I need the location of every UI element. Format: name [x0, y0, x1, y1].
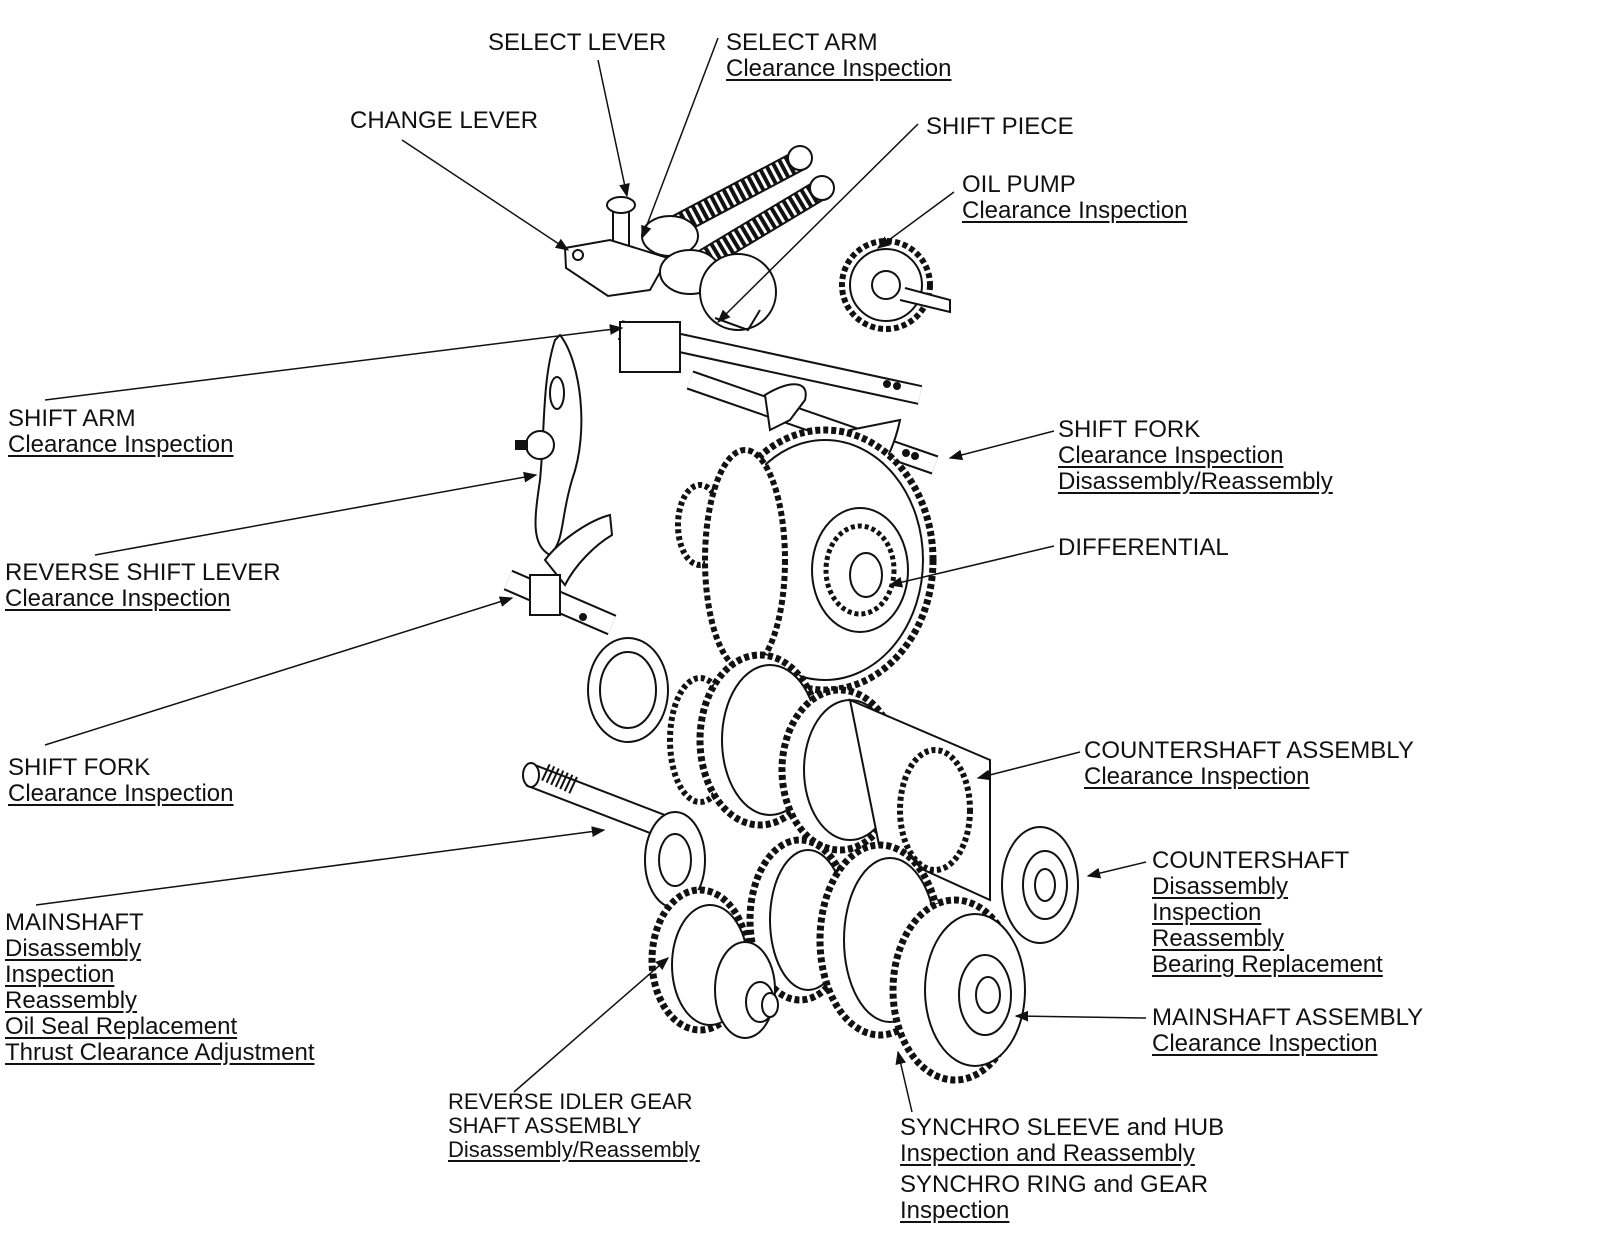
countershaft-assembly-title: COUNTERSHAFT ASSEMBLY — [1084, 737, 1414, 764]
shift-fork-lower-title: SHIFT FORK — [8, 754, 151, 781]
change-lever-title: CHANGE LEVER — [350, 107, 539, 134]
countershaft-bearing-replacement-link[interactable]: Bearing Replacement — [1152, 951, 1383, 978]
synchro-sleeve-title: SYNCHRO SLEEVE and HUB — [900, 1114, 1225, 1141]
mainshaft-disassembly-link[interactable]: Disassembly — [5, 935, 142, 962]
oil-pump-title: OIL PUMP — [962, 171, 1076, 198]
label-synchro-ring: SYNCHRO RING and GEAR Inspection — [900, 1172, 1208, 1224]
select-lever-title: SELECT LEVER — [488, 29, 667, 56]
synchro-sleeve-inspection-reassembly-link[interactable]: Inspection and Reassembly — [900, 1140, 1195, 1167]
shift-fork-upper-disassembly-reassembly-link[interactable]: Disassembly/Reassembly — [1058, 468, 1333, 495]
detent-springs — [662, 145, 835, 272]
label-mainshaft-assembly: MAINSHAFT ASSEMBLY Clearance Inspection — [1152, 1005, 1423, 1057]
reverse-idler-disassembly-reassembly-link[interactable]: Disassembly/Reassembly — [448, 1137, 700, 1162]
label-synchro-sleeve: SYNCHRO SLEEVE and HUB Inspection and Re… — [900, 1115, 1224, 1167]
differential-title: DIFFERENTIAL — [1058, 534, 1229, 561]
shift-arm-part — [515, 333, 583, 557]
mainshaft-reassembly-link[interactable]: Reassembly — [5, 987, 138, 1014]
mainshaft-title: MAINSHAFT — [5, 909, 144, 936]
reverse-shift-lever-clearance-inspection-link[interactable]: Clearance Inspection — [5, 585, 231, 612]
reverse-shift-lever-title: REVERSE SHIFT LEVER — [5, 559, 281, 586]
countershaft-disassembly-link[interactable]: Disassembly — [1152, 873, 1289, 900]
countershaft-assembly-clearance-inspection-link[interactable]: Clearance Inspection — [1084, 763, 1310, 790]
label-shift-piece: SHIFT PIECE — [926, 114, 1074, 140]
shift-arm-title: SHIFT ARM — [8, 405, 136, 432]
oil-pump-clearance-inspection-link[interactable]: Clearance Inspection — [962, 197, 1188, 224]
leader-lines — [35, 37, 1147, 1113]
mainshaft-part — [522, 762, 1026, 1084]
reverse-idler-gear — [648, 886, 779, 1039]
shift-piece-title: SHIFT PIECE — [926, 113, 1074, 140]
label-shift-fork-lower: SHIFT FORK Clearance Inspection — [8, 755, 233, 807]
reverse-shift-lever-part — [503, 513, 617, 636]
select-arm-clearance-inspection-link[interactable]: Clearance Inspection — [726, 55, 952, 82]
countershaft-gears — [667, 651, 1079, 944]
mainshaft-oil-seal-replacement-link[interactable]: Oil Seal Replacement — [5, 1013, 238, 1040]
label-select-arm: SELECT ARM Clearance Inspection — [726, 30, 951, 82]
mainshaft-thrust-clearance-adjustment-link[interactable]: Thrust Clearance Adjustment — [5, 1039, 315, 1066]
countershaft-reassembly-link[interactable]: Reassembly — [1152, 925, 1285, 952]
label-select-lever: SELECT LEVER — [488, 30, 666, 56]
select-arm-title: SELECT ARM — [726, 29, 878, 56]
shift-fork-lower-clearance-inspection-link[interactable]: Clearance Inspection — [8, 780, 234, 807]
label-reverse-idler: REVERSE IDLER GEAR SHAFT ASSEMBLY Disass… — [448, 1090, 700, 1162]
shift-fork-upper-title: SHIFT FORK — [1058, 416, 1201, 443]
label-shift-fork-upper: SHIFT FORK Clearance Inspection Disassem… — [1058, 417, 1333, 495]
label-differential: DIFFERENTIAL — [1058, 535, 1229, 561]
reverse-idler-title: REVERSE IDLER GEAR — [448, 1089, 693, 1114]
mainshaft-inspection-link[interactable]: Inspection — [5, 961, 115, 988]
shift-fork-upper-clearance-inspection-link[interactable]: Clearance Inspection — [1058, 442, 1284, 469]
label-countershaft: COUNTERSHAFT Disassembly Inspection Reas… — [1152, 848, 1383, 978]
mainshaft-assembly-title: MAINSHAFT ASSEMBLY — [1152, 1004, 1424, 1031]
reverse-idler-title-line2: SHAFT ASSEMBLY — [448, 1113, 642, 1138]
label-change-lever: CHANGE LEVER — [350, 108, 538, 134]
bearing-ring — [587, 637, 669, 743]
synchro-ring-title: SYNCHRO RING and GEAR — [900, 1171, 1209, 1198]
shift-arm-clearance-inspection-link[interactable]: Clearance Inspection — [8, 431, 234, 458]
synchro-ring-inspection-link[interactable]: Inspection — [900, 1197, 1010, 1224]
label-reverse-shift-lever: REVERSE SHIFT LEVER Clearance Inspection — [5, 560, 281, 612]
oil-pump-gear — [839, 238, 951, 332]
label-shift-arm: SHIFT ARM Clearance Inspection — [8, 406, 233, 458]
countershaft-inspection-link[interactable]: Inspection — [1152, 899, 1262, 926]
shift-mechanism — [563, 145, 939, 475]
label-mainshaft: MAINSHAFT Disassembly Inspection Reassem… — [5, 910, 314, 1066]
differential-gear — [675, 426, 937, 694]
mainshaft-assembly-clearance-inspection-link[interactable]: Clearance Inspection — [1152, 1030, 1378, 1057]
countershaft-title: COUNTERSHAFT — [1152, 847, 1350, 874]
parts-artwork — [503, 145, 1079, 1084]
label-oil-pump: OIL PUMP Clearance Inspection — [962, 172, 1187, 224]
label-countershaft-assembly: COUNTERSHAFT ASSEMBLY Clearance Inspecti… — [1084, 738, 1414, 790]
